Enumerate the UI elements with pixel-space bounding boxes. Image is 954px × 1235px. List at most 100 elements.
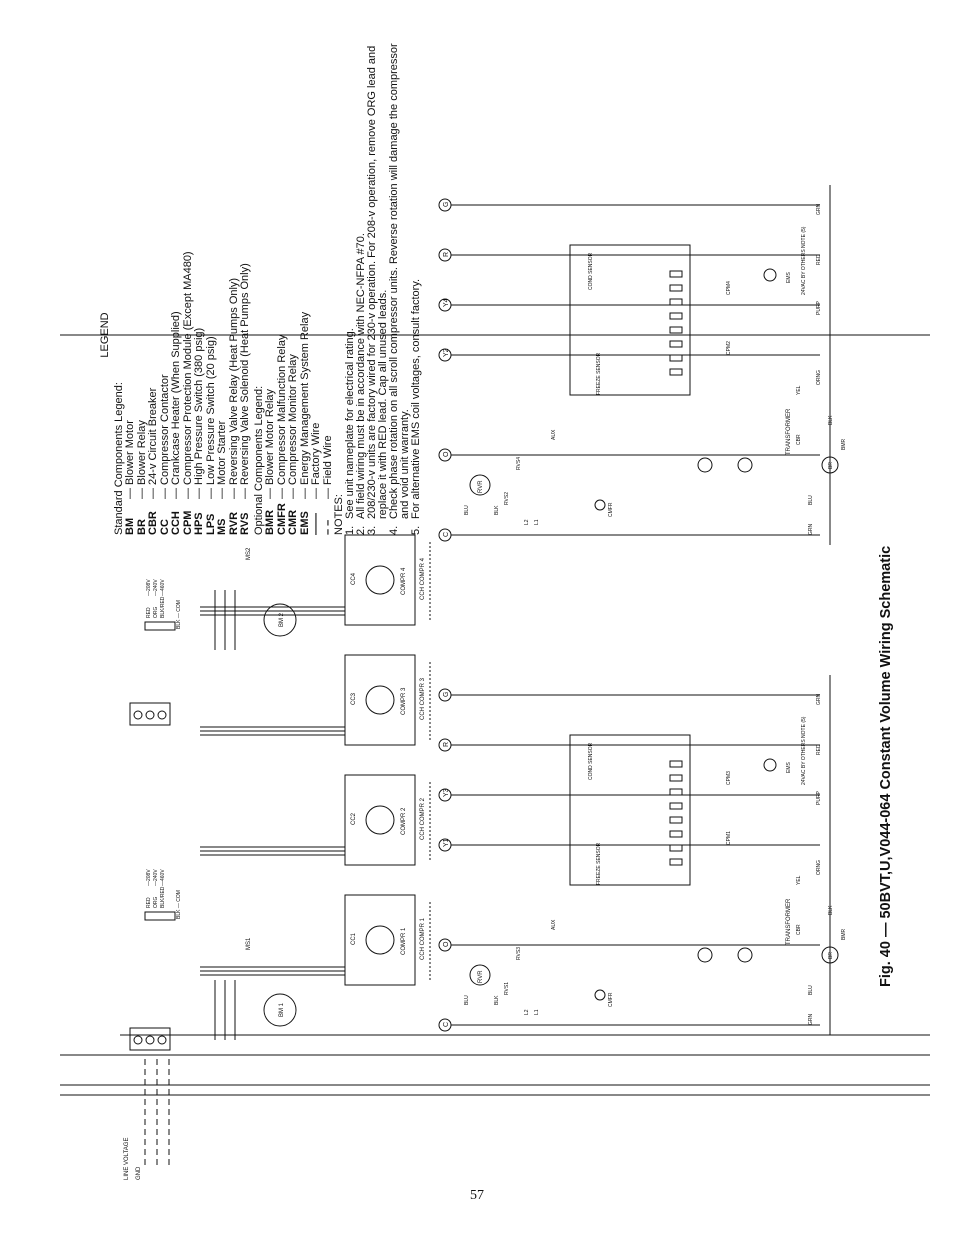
contactor-label: CC1 (351, 932, 357, 945)
wire-color: RED (816, 744, 822, 755)
l2-label: L2 (524, 1009, 530, 1015)
terminal-label: O (443, 451, 450, 457)
terminal-label: R (443, 252, 450, 257)
legend-desc: — Low Pressure Switch (20 psig) (204, 336, 217, 499)
rvs-label: RVS4 (516, 457, 522, 470)
compressor-label: COMPR 3 (401, 687, 407, 715)
wire-color: BLK (494, 995, 500, 1005)
cmfr-label: CMFR (608, 992, 614, 1007)
compressor-label: COMPR 2 (401, 807, 407, 835)
compressor-box (344, 534, 416, 626)
tap-lead: ORG (153, 607, 159, 619)
tap-lead: RED (146, 607, 152, 618)
board-terminal (669, 774, 683, 782)
rvr-relay (469, 474, 491, 496)
wire-color: BLU (464, 505, 470, 515)
legend-abbr: BMR (264, 509, 276, 535)
tap-lead: BLK/RED (160, 886, 166, 908)
crankcase-label: CCH COMPR 2 (420, 797, 426, 840)
wire-color: BLK (828, 905, 834, 915)
tap-lead: RED (146, 897, 152, 908)
l1-label: L1 (534, 1009, 540, 1015)
legend-abbr: —— (310, 513, 322, 535)
starter-label: MS2 (246, 547, 252, 560)
ems-note: 24VAC BY OTHERS NOTE (5) (801, 716, 807, 785)
l2-label: L2 (524, 519, 530, 525)
wire-color: BLK (828, 415, 834, 425)
terminal-label: Y1 (443, 838, 450, 847)
aux-label: AUX (551, 919, 557, 930)
ems-relay (763, 758, 777, 772)
terminal-label: G (443, 692, 450, 697)
terminal-label: Y3 (443, 788, 450, 797)
freeze-sensor-label: FREEZE SENSOR (596, 842, 602, 885)
board-terminal (669, 312, 683, 320)
legend-item: RVS— Reversing Valve Solenoid (Heat Pump… (239, 15, 252, 535)
cmr-relay (697, 457, 713, 473)
legend-abbr: CBR (147, 511, 159, 535)
board-terminal (669, 816, 683, 824)
legend-desc: — Blower Motor (124, 420, 136, 499)
ems-note: 24VAC BY OTHERS NOTE (5) (801, 226, 807, 295)
l1-label: L1 (534, 519, 540, 525)
tap-common: BLK — COM (176, 890, 182, 919)
tap-common: BLK — COM (176, 600, 182, 629)
wire-color: PURP (816, 790, 822, 805)
tap-voltage: —208V (146, 869, 152, 886)
cmr-relay (737, 947, 753, 963)
compressor-label: COMPR 4 (401, 567, 407, 595)
motor-label: BM 2 (279, 612, 285, 627)
board-terminal (669, 760, 683, 768)
compressor-motor (365, 565, 395, 595)
wire-color: BLU (808, 495, 814, 505)
figure-caption: Fig. 40 — 50BVT,U,V044-064 Constant Volu… (878, 545, 894, 987)
board-terminal (669, 270, 683, 278)
board-terminal (669, 298, 683, 306)
tap-voltage: —240V (153, 579, 159, 596)
ems-label: EMS (786, 762, 792, 774)
legend-desc: — Reversing Valve Relay (Heat Pumps Only… (227, 277, 240, 499)
contactor-label: CC4 (351, 572, 357, 585)
tap-voltage: —208V (146, 579, 152, 596)
terminal-lug (133, 710, 143, 720)
note-number: 3. (366, 525, 378, 535)
legend-desc: — Compressor Contactor (158, 374, 171, 499)
compressor-box (344, 774, 416, 866)
legend-desc: — Compressor Malfunction Relay (275, 334, 288, 499)
wire-color: GRN (816, 694, 822, 706)
blower-motor (263, 603, 297, 637)
legend-abbr: HPS (193, 512, 205, 535)
board-terminal (669, 326, 683, 334)
note-item: 3.208/230-v units are factory wired for … (366, 35, 389, 535)
rvs-label: RVS3 (516, 947, 522, 960)
contactor-label: CC3 (351, 692, 357, 705)
note-text: Check phase rotation on all scroll compr… (388, 43, 411, 519)
legend-abbr: CCH (170, 511, 182, 535)
legend-desc: — Crankcase Heater (When Supplied) (170, 311, 182, 499)
terminal-label: O (443, 941, 450, 947)
cpm-board (569, 734, 691, 886)
wire-color: BLU (464, 995, 470, 1005)
aux-label: AUX (551, 429, 557, 440)
note-item: 4. Check phase rotation on all scroll com… (388, 35, 411, 535)
rvr-relay (469, 964, 491, 986)
terminal-label: R (443, 742, 450, 747)
terminal-lug (157, 710, 167, 720)
terminal-block (129, 1027, 171, 1051)
blower-motor (263, 993, 297, 1027)
terminal-label: C (443, 532, 450, 537)
bmr-label: BMR (841, 439, 847, 451)
tap-lead: BLK/RED (160, 596, 166, 618)
gnd-label: GND (136, 1166, 142, 1180)
tap-box (144, 911, 176, 921)
cond-sensor-label: COND SENSOR (588, 252, 594, 290)
note-number: 4. (388, 525, 400, 535)
tap-voltage: —460V (160, 579, 166, 596)
cmfr-relay (594, 989, 606, 1001)
legend-desc: — Compressor Monitor Relay (287, 354, 299, 499)
transformer-label: TRANSFORMER (786, 408, 792, 455)
note-text: For alternative EMS coil voltages, consu… (410, 278, 422, 519)
wire-color: GRN (808, 1014, 814, 1026)
board-terminal (669, 354, 683, 362)
